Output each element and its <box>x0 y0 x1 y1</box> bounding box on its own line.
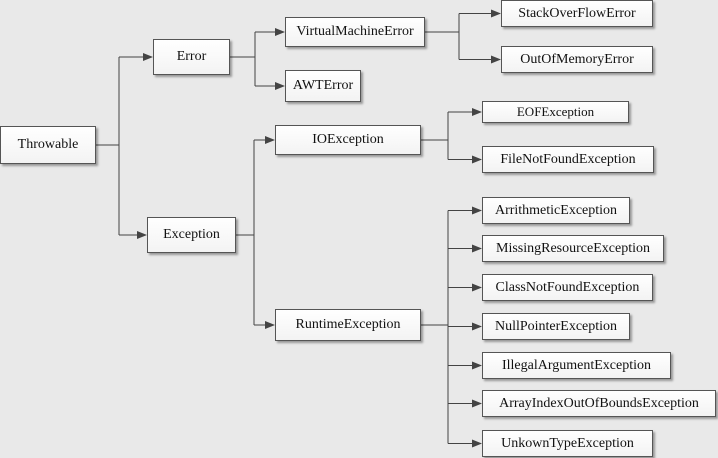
node-exception: Exception <box>147 217 236 253</box>
node-io-exception: IOException <box>275 125 421 155</box>
node-array-index-out-of-bounds-exception: ArrayIndexOutOfBoundsException <box>482 390 716 417</box>
node-stack-overflow-error: StackOverFlowError <box>501 0 653 27</box>
node-arithmetic-exception: ArrithmeticException <box>482 197 630 224</box>
node-illegal-argument-exception: IllegalArgumentException <box>482 352 671 379</box>
node-awt-error: AWTError <box>285 70 361 102</box>
node-throwable: Throwable <box>0 126 96 164</box>
node-out-of-memory-error: OutOfMemoryError <box>501 46 653 73</box>
node-missing-resource-exception: MissingResourceException <box>482 235 664 262</box>
node-eof-exception: EOFException <box>482 101 629 123</box>
node-runtime-exception: RuntimeException <box>275 309 421 341</box>
node-file-not-found-exception: FileNotFoundException <box>482 146 654 173</box>
node-unknown-type-exception: UnkownTypeException <box>482 430 653 457</box>
node-error: Error <box>153 39 230 75</box>
node-virtual-machine-error: VirtualMachineError <box>285 17 425 47</box>
node-null-pointer-exception: NullPointerException <box>482 313 630 340</box>
node-class-not-found-exception: ClassNotFoundException <box>482 274 653 301</box>
